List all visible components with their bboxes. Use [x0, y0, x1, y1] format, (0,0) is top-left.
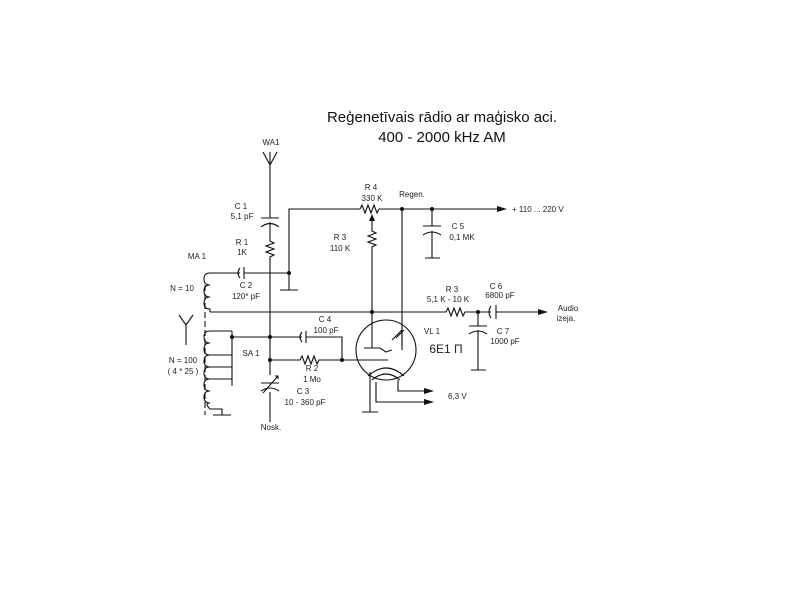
title-line-1: Reģenetīvais rādio ar maģisko aci.	[327, 109, 557, 126]
svg-text:MA 1: MA 1	[188, 252, 207, 261]
resistor-r3-output: R 3 5,1 K - 10 K	[427, 285, 491, 318]
svg-text:100 pF: 100 pF	[314, 326, 339, 335]
capacitor-c7: C 7 1000 pF	[468, 312, 520, 371]
svg-text:1 Mo: 1 Mo	[303, 375, 321, 384]
svg-text:C 3: C 3	[297, 387, 310, 396]
svg-text:5,1 pF: 5,1 pF	[231, 212, 254, 221]
svg-text:R 3: R 3	[334, 233, 347, 242]
audio-label-2: izeja.	[557, 314, 576, 323]
svg-text:1K: 1K	[237, 248, 247, 257]
capacitor-c5: C 5 0,1 MK	[422, 209, 475, 259]
wire-ground-link	[280, 208, 360, 291]
svg-text:330 K: 330 K	[362, 194, 384, 203]
capacitor-c2: C 2 120* pF	[210, 267, 289, 301]
svg-text:120* pF: 120* pF	[232, 292, 260, 301]
tube-vl1: VL 1 6E1 П	[355, 312, 463, 413]
regen-label: Regen.	[399, 190, 425, 199]
wa1-label: WA1	[262, 138, 280, 147]
title-line-2: 400 - 2000 kHz AM	[378, 129, 506, 146]
svg-text:R 1: R 1	[236, 238, 249, 247]
svg-text:R 3: R 3	[446, 285, 459, 294]
coil-ma1: MA 1 N = 10	[170, 252, 211, 312]
title: Reģenetīvais rādio ar maģisko aci. 400 -…	[327, 109, 557, 146]
variable-capacitor-c3: C 3 10 - 360 pF	[260, 375, 326, 407]
coil-n100: N = 100 ( 4 * 25 )	[168, 330, 233, 416]
supply-arrow-icon	[497, 206, 507, 212]
potentiometer-r4: R 4 330 K	[359, 183, 505, 221]
audio-label: Audio	[558, 304, 579, 313]
antenna-wa1: WA1	[262, 138, 280, 218]
svg-text:10 - 360 pF: 10 - 360 pF	[285, 398, 326, 407]
capacitor-c1: C 1 5,1 pF	[231, 202, 280, 238]
svg-text:N = 10: N = 10	[170, 284, 194, 293]
svg-text:5,1 K - 10 K: 5,1 K - 10 K	[427, 295, 470, 304]
svg-text:0,1 MK: 0,1 MK	[449, 233, 475, 242]
resistor-r2: R 2 1 Mo	[270, 354, 388, 384]
svg-text:1000 pF: 1000 pF	[490, 337, 519, 346]
svg-text:C 7: C 7	[497, 327, 510, 336]
svg-text:6E1 П: 6E1 П	[429, 342, 462, 356]
heater-label: 6,3 V	[448, 392, 467, 401]
svg-text:R 2: R 2	[306, 364, 319, 373]
svg-text:6800 pF: 6800 pF	[485, 291, 514, 300]
supply-label: + 110 ... 220 V	[512, 205, 564, 214]
capacitor-c6: C 6 6800 pF	[485, 282, 548, 319]
svg-text:C 5: C 5	[452, 222, 465, 231]
svg-text:R 4: R 4	[365, 183, 378, 192]
svg-text:VL 1: VL 1	[424, 327, 441, 336]
svg-text:110 K: 110 K	[330, 244, 351, 253]
svg-text:C 1: C 1	[235, 202, 248, 211]
svg-text:N = 100: N = 100	[169, 356, 198, 365]
svg-text:C 2: C 2	[240, 281, 253, 290]
capacitor-c4: C 4 100 pF	[270, 315, 343, 360]
nosk-label: Nosk.	[261, 423, 281, 432]
svg-text:( 4 * 25 ): ( 4 * 25 )	[168, 367, 199, 376]
switch-sa1-label: SA 1	[243, 349, 260, 358]
resistor-r3-110k: R 3 110 K	[330, 221, 378, 312]
svg-text:C 4: C 4	[319, 315, 332, 324]
small-antenna-icon	[178, 314, 194, 345]
resistor-r1: R 1 1K	[236, 238, 276, 273]
svg-text:C 6: C 6	[490, 282, 503, 291]
